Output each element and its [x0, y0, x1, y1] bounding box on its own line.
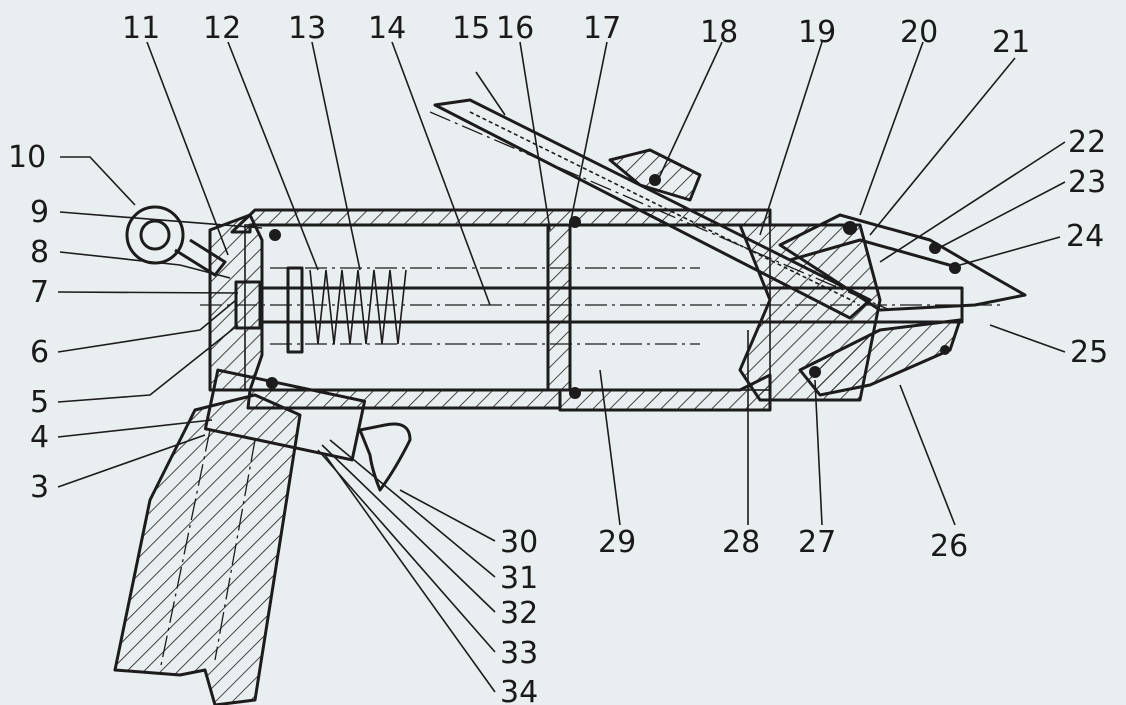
leader-lines [57, 41, 1066, 693]
part-labels: 11 12 13 14 15 16 17 18 19 20 21 22 23 2… [8, 11, 1108, 705]
part-label-6: 6 [30, 335, 49, 370]
part-label-28: 28 [722, 525, 760, 560]
part-label-19: 19 [798, 15, 836, 50]
part-label-11: 11 [122, 11, 160, 46]
part-label-18: 18 [700, 15, 738, 50]
part-label-33: 33 [500, 636, 538, 671]
handle-grip [113, 393, 302, 705]
part-label-15: 15 [452, 11, 490, 46]
part-label-32: 32 [500, 596, 538, 631]
part-label-20: 20 [900, 15, 938, 50]
part-label-27: 27 [798, 525, 836, 560]
part-label-17: 17 [583, 11, 621, 46]
part-label-26: 26 [930, 529, 968, 564]
part-label-5: 5 [30, 385, 49, 420]
part-label-4: 4 [30, 420, 49, 455]
part-label-24: 24 [1066, 219, 1104, 254]
part-label-29: 29 [598, 525, 636, 560]
part-label-30: 30 [500, 525, 538, 560]
part-label-14: 14 [368, 11, 406, 46]
part-label-3: 3 [30, 470, 49, 505]
trigger-valve [203, 368, 412, 492]
part-label-9: 9 [30, 195, 49, 230]
nozzle-assembly [778, 213, 1027, 397]
part-label-31: 31 [500, 561, 538, 596]
part-label-34: 34 [500, 675, 538, 705]
part-label-25: 25 [1070, 335, 1108, 370]
part-label-8: 8 [30, 235, 49, 270]
part-label-10: 10 [8, 140, 46, 175]
part-label-21: 21 [992, 25, 1030, 60]
part-label-7: 7 [30, 275, 49, 310]
part-label-23: 23 [1068, 165, 1106, 200]
part-label-13: 13 [288, 11, 326, 46]
part-label-12: 12 [203, 11, 241, 46]
part-label-16: 16 [496, 11, 534, 46]
cylinder-body [208, 208, 882, 412]
part-label-22: 22 [1068, 125, 1106, 160]
